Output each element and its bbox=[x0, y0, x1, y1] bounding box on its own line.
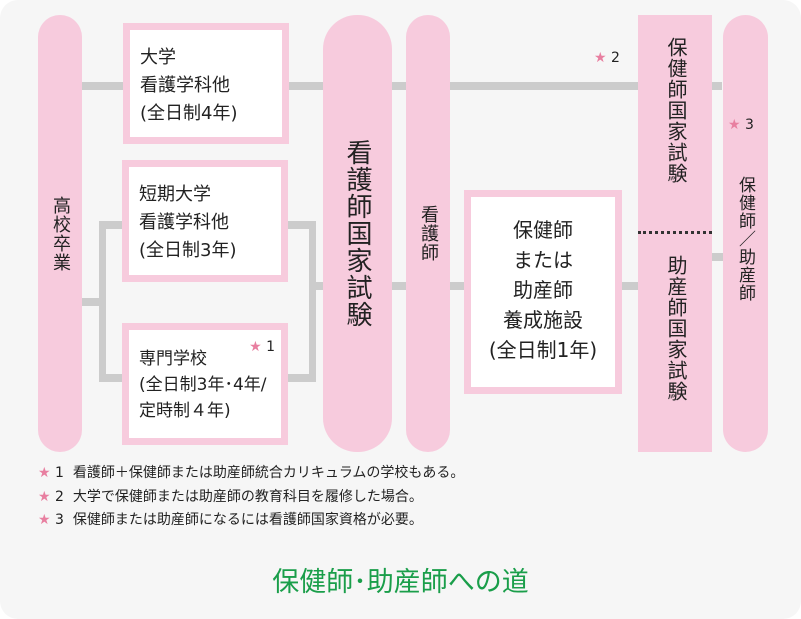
nurse-exam-label: 看護師国家試験 bbox=[342, 139, 372, 328]
marker-number: 1 bbox=[266, 339, 275, 355]
footnote: ★ 1 看護師＋保健師または助産師統合カリキュラムの学校もある。 bbox=[38, 462, 464, 482]
university-box: 大学看護学科他 (全日制4年) bbox=[123, 23, 289, 144]
box-line: (全日制3年･4年/ bbox=[139, 375, 267, 395]
note-text: 保健師または助産師になるには看護師国家資格が必要。 bbox=[72, 512, 423, 528]
phn-exam-label: 保健師国家試験 bbox=[664, 37, 688, 184]
connector-line bbox=[99, 221, 106, 382]
footnote: ★ 3 保健師または助産師になるには看護師国家資格が必要。 bbox=[38, 509, 423, 529]
box-line: 保健師 bbox=[513, 218, 573, 242]
marker-3: ★ 3 bbox=[728, 117, 754, 133]
phn-midwife-column: 保健師／助産師 bbox=[723, 15, 768, 452]
phn-midwife-label: 保健師／助産師 bbox=[735, 175, 755, 302]
nurse-column: 看護師 bbox=[406, 15, 450, 452]
box-line: 看護学科他 bbox=[139, 212, 229, 233]
diagram-title: 保健師･助産師への道 bbox=[272, 567, 529, 598]
star-icon: ★ bbox=[38, 465, 51, 481]
marker-number: 2 bbox=[611, 50, 620, 66]
star-icon: ★ bbox=[594, 50, 607, 66]
note-number: 1 bbox=[55, 465, 64, 481]
note-number: 3 bbox=[55, 512, 64, 528]
connector-line bbox=[309, 221, 316, 382]
nurse-label: 看護師 bbox=[418, 205, 439, 262]
high-school-label: 高校卒業 bbox=[50, 195, 71, 272]
connector-line bbox=[284, 221, 316, 229]
connector-line bbox=[99, 221, 129, 229]
star-icon: ★ bbox=[38, 489, 51, 505]
nurse-exam-column: 看護師国家試験 bbox=[323, 15, 392, 452]
box-line: 大学 bbox=[140, 47, 176, 68]
connector-line bbox=[710, 253, 725, 261]
connector-line bbox=[82, 82, 722, 90]
box-line: 短期大学 bbox=[139, 184, 211, 205]
star-icon: ★ bbox=[249, 339, 262, 355]
box-line: 専門学校 bbox=[139, 349, 207, 369]
box-line: または bbox=[513, 248, 573, 272]
box-line: (全日制1年) bbox=[488, 338, 598, 362]
box-line: 定時制４年) bbox=[139, 401, 231, 421]
connector-line bbox=[284, 374, 316, 382]
box-line: 看護学科他 bbox=[140, 75, 230, 96]
vocational-box: 専門学校 (全日制3年･4年/定時制４年) ★ 1 bbox=[122, 323, 288, 445]
note-text: 大学で保健師または助産師の教育科目を履修した場合。 bbox=[72, 489, 423, 505]
box-line: 養成施設 bbox=[503, 308, 583, 332]
star-icon: ★ bbox=[728, 117, 741, 133]
divider bbox=[638, 231, 712, 234]
national-exam-column: 保健師国家試験 助産師国家試験 bbox=[638, 15, 712, 452]
connector-line bbox=[99, 374, 129, 382]
box-line: (全日制4年) bbox=[140, 103, 238, 124]
marker-1: ★ 1 bbox=[249, 334, 275, 360]
marker-number: 3 bbox=[745, 117, 754, 133]
box-line: 助産師 bbox=[513, 278, 573, 302]
midwife-exam-label: 助産師国家試験 bbox=[664, 255, 688, 402]
marker-2: ★ 2 bbox=[594, 50, 620, 66]
box-line: (全日制3年) bbox=[139, 240, 237, 261]
training-box: 保健師または助産師養成施設 (全日制1年) bbox=[464, 190, 622, 394]
note-text: 看護師＋保健師または助産師統合カリキュラムの学校もある。 bbox=[72, 465, 465, 481]
high-school-column: 高校卒業 bbox=[38, 15, 82, 452]
star-icon: ★ bbox=[38, 512, 51, 528]
note-number: 2 bbox=[55, 489, 64, 505]
connector-line bbox=[82, 298, 106, 306]
footnote: ★ 2 大学で保健師または助産師の教育科目を履修した場合。 bbox=[38, 486, 423, 506]
junior-college-box: 短期大学看護学科他 (全日制3年) bbox=[122, 160, 288, 282]
